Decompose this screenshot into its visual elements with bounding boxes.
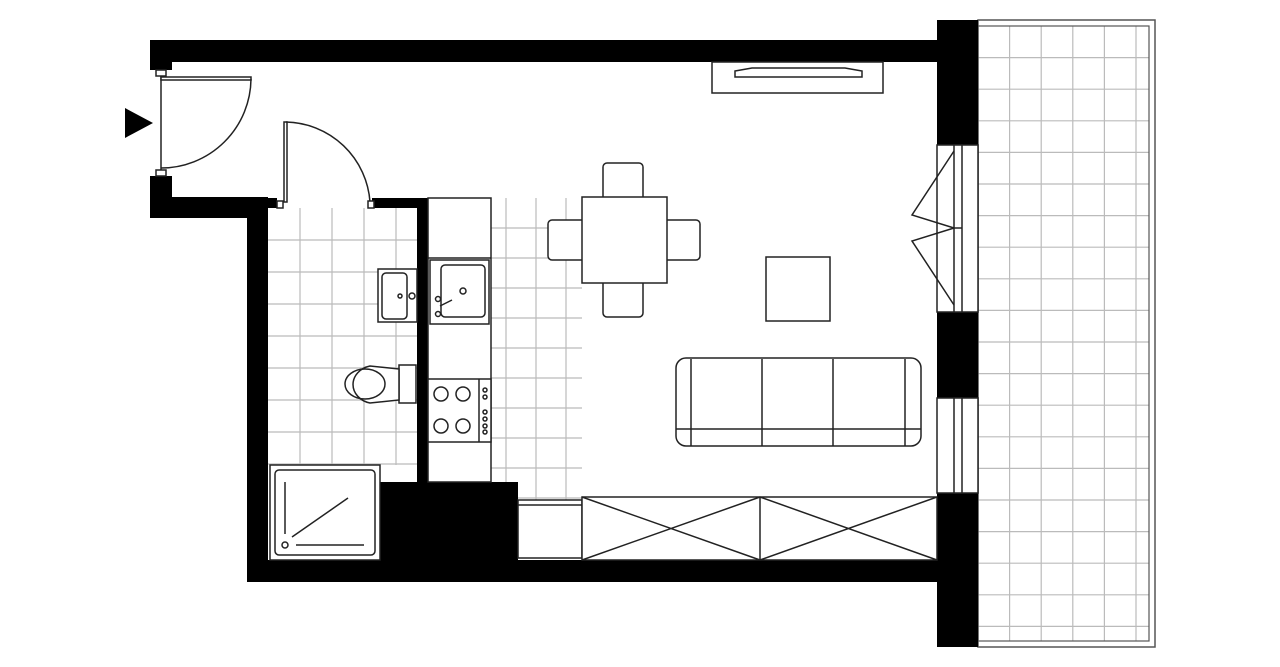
burner-icon — [433, 418, 449, 434]
tv-unit-icon — [711, 61, 884, 94]
window-icon — [936, 397, 979, 494]
burner-icon — [455, 418, 471, 434]
stove-icon — [427, 378, 492, 443]
entrance-door-icon[interactable] — [155, 69, 252, 177]
balcony-door-window-icon[interactable] — [910, 144, 979, 313]
coffee-table-icon — [765, 256, 831, 322]
burner-icon — [433, 386, 449, 402]
tile-floors — [268, 26, 1149, 641]
entrance-arrow-icon — [125, 108, 153, 138]
walls — [150, 20, 978, 647]
burner-icon — [455, 386, 471, 402]
bathroom-door-icon[interactable] — [276, 121, 375, 209]
bathroom-sink-icon — [377, 268, 418, 323]
sofa-icon — [675, 357, 922, 447]
toilet-icon — [344, 364, 417, 404]
balcony — [977, 19, 1156, 648]
shower-icon — [269, 464, 381, 561]
wardrobe-icon — [517, 496, 938, 561]
dining-table-icon — [547, 162, 701, 318]
kitchen-sink-icon — [429, 259, 490, 325]
